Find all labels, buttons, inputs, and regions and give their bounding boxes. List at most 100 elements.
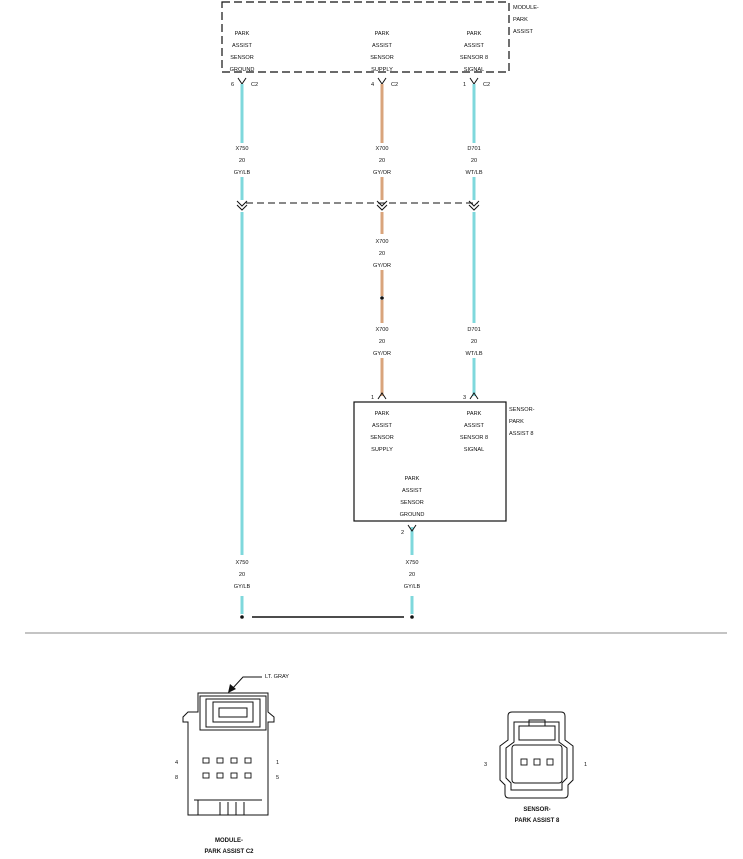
- inline-connector-chevron-left: [236, 200, 248, 211]
- svg-text:20: 20: [239, 572, 245, 578]
- module-conn-id-signal: C2: [483, 82, 490, 88]
- wire-label-mid-upper: X700 20 GY/OR: [373, 239, 391, 269]
- svg-text:SENSOR 8: SENSOR 8: [460, 435, 488, 441]
- module-c2-pin-left-top: 4: [175, 760, 178, 766]
- module-conn-id-ground: C2: [251, 82, 258, 88]
- module-terminal-chevron-supply: [377, 77, 387, 85]
- svg-text:20: 20: [239, 158, 245, 164]
- module-title-line1: MODULE-: [513, 5, 539, 11]
- module-c2-pin-right-top: 1: [276, 760, 279, 766]
- svg-text:ASSIST: ASSIST: [372, 43, 392, 49]
- svg-text:GY/LB: GY/LB: [234, 584, 251, 590]
- sensor-pin-number-supply: 1: [371, 395, 374, 401]
- module-pin-number-ground: 6: [231, 82, 234, 88]
- sensor-8-pin-right: 1: [584, 762, 587, 768]
- svg-text:X700: X700: [375, 146, 388, 152]
- module-park-assist-box: [221, 1, 510, 73]
- color-callout-arrowhead: [228, 684, 236, 693]
- sensor-park-assist-8-box: [353, 401, 507, 522]
- module-c2-caption-line2: PARK ASSIST C2: [204, 849, 254, 855]
- svg-text:X750: X750: [235, 146, 248, 152]
- svg-text:ASSIST: ASSIST: [232, 43, 252, 49]
- sensor-8-cavity-grid: [520, 758, 554, 766]
- svg-text:WT/LB: WT/LB: [465, 170, 482, 176]
- module-pin-number-signal: 1: [463, 82, 466, 88]
- svg-text:X750: X750: [235, 560, 248, 566]
- svg-text:X750: X750: [405, 560, 418, 566]
- sensor-terminal-chevron-supply: [377, 392, 387, 400]
- module-pin-ground-label: PARK ASSIST SENSOR GROUND: [230, 31, 255, 73]
- sensor-8-caption-line2: PARK ASSIST 8: [515, 818, 560, 824]
- svg-text:PARK: PARK: [235, 31, 250, 37]
- svg-text:20: 20: [379, 251, 385, 257]
- wire-label-sensor-bottom: X750 20 GY/LB: [404, 560, 421, 590]
- splice-dot-x700: [380, 296, 384, 300]
- wire-label-right-top: D701 20 WT/LB: [465, 146, 482, 176]
- ground-splice-dot-right: [410, 615, 414, 619]
- svg-text:ASSIST: ASSIST: [464, 423, 484, 429]
- module-c2-connector-view: [182, 692, 275, 816]
- svg-text:SENSOR: SENSOR: [230, 55, 254, 61]
- sensor-pin-number-signal: 3: [463, 395, 466, 401]
- svg-text:SENSOR: SENSOR: [370, 435, 394, 441]
- sensor-title-line2: PARK: [509, 419, 524, 425]
- module-conn-id-supply: C2: [391, 82, 398, 88]
- svg-text:WT/LB: WT/LB: [465, 351, 482, 357]
- sensor-title-line1: SENSOR-: [509, 407, 535, 413]
- svg-text:PARK: PARK: [405, 476, 420, 482]
- svg-text:SIGNAL: SIGNAL: [464, 447, 485, 453]
- module-c2-caption-line1: MODULE-: [215, 838, 243, 844]
- sensor-pin-supply-label: PARK ASSIST SENSOR SUPPLY: [370, 411, 394, 453]
- color-callout-arrow: [231, 676, 262, 690]
- wire-label-mid-lower: X700 20 GY/OR: [373, 327, 391, 357]
- module-title-line2: PARK: [513, 17, 528, 23]
- wire-label-left-top: X750 20 GY/LB: [234, 146, 251, 176]
- svg-text:PARK: PARK: [467, 31, 482, 37]
- svg-text:ASSIST: ASSIST: [464, 43, 484, 49]
- module-c2-color-label: LT. GRAY: [265, 674, 289, 680]
- svg-text:GROUND: GROUND: [400, 512, 425, 518]
- svg-text:PARK: PARK: [375, 411, 390, 417]
- sensor-title-line3: ASSIST 8: [509, 431, 533, 437]
- sensor-8-pin-left: 3: [484, 762, 487, 768]
- svg-text:D701: D701: [467, 327, 480, 333]
- wire-label-left-bottom: X750 20 GY/LB: [234, 560, 251, 590]
- svg-text:GROUND: GROUND: [230, 67, 255, 73]
- module-c2-pin-left-bottom: 8: [175, 775, 178, 781]
- svg-text:SUPPLY: SUPPLY: [371, 67, 393, 73]
- svg-text:D701: D701: [467, 146, 480, 152]
- module-c2-cavity-grid: [202, 757, 252, 779]
- sensor-8-connector-view: [499, 711, 574, 799]
- wire-label-mid-top: X700 20 GY/OR: [373, 146, 391, 176]
- svg-text:PARK: PARK: [375, 31, 390, 37]
- ground-splice-dot-left: [240, 615, 244, 619]
- svg-text:GY/LB: GY/LB: [234, 170, 251, 176]
- inline-connector-chevron-right: [468, 200, 480, 211]
- svg-text:GY/OR: GY/OR: [373, 351, 391, 357]
- svg-text:X700: X700: [375, 239, 388, 245]
- module-c2-pin-right-bottom: 5: [276, 775, 279, 781]
- svg-text:SENSOR: SENSOR: [400, 500, 424, 506]
- svg-text:SIGNAL: SIGNAL: [464, 67, 485, 73]
- svg-text:PARK: PARK: [467, 411, 482, 417]
- svg-text:20: 20: [379, 158, 385, 164]
- sensor-terminal-chevron-signal: [469, 392, 479, 400]
- module-title-line3: ASSIST: [513, 29, 533, 35]
- svg-text:20: 20: [471, 158, 477, 164]
- sensor-pin-number-ground: 2: [401, 530, 404, 536]
- sensor-pin-signal-label: PARK ASSIST SENSOR 8 SIGNAL: [460, 411, 488, 453]
- module-pin-number-supply: 4: [371, 82, 374, 88]
- module-pin-signal-label: PARK ASSIST SENSOR 8 SIGNAL: [460, 31, 488, 73]
- svg-text:SUPPLY: SUPPLY: [371, 447, 393, 453]
- svg-text:ASSIST: ASSIST: [372, 423, 392, 429]
- svg-text:SENSOR: SENSOR: [370, 55, 394, 61]
- svg-text:X700: X700: [375, 327, 388, 333]
- svg-text:20: 20: [471, 339, 477, 345]
- wire-label-right-lower: D701 20 WT/LB: [465, 327, 482, 357]
- svg-text:GY/LB: GY/LB: [404, 584, 421, 590]
- inline-connector-chevron-mid: [376, 200, 388, 211]
- svg-text:ASSIST: ASSIST: [402, 488, 422, 494]
- svg-text:SENSOR 8: SENSOR 8: [460, 55, 488, 61]
- module-terminal-chevron-ground: [237, 77, 247, 85]
